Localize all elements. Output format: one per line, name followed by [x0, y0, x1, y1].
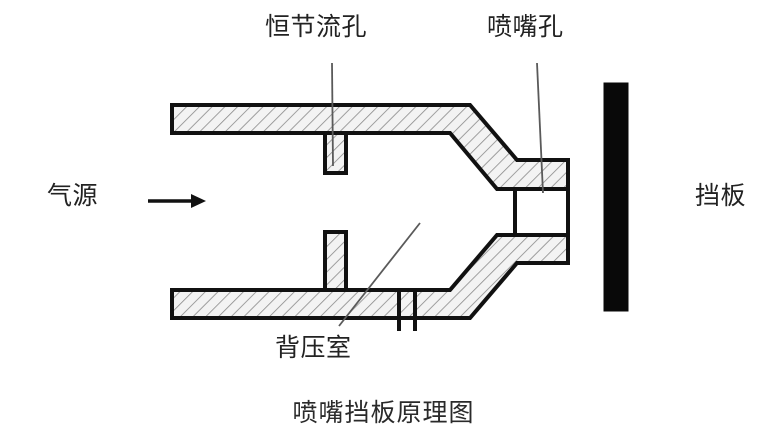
restrictor-orifice-wall-lower [323, 230, 348, 292]
nozzle-bore-outline [513, 189, 570, 235]
body-upper-wall [170, 103, 570, 191]
figure-caption: 喷嘴挡板原理图 [292, 399, 475, 427]
leader-line-nozzle-orifice [536, 62, 544, 194]
label-back-pressure-chamber: 背压室 [275, 334, 352, 362]
body-lower-wall [170, 233, 570, 320]
back-pressure-tap-tube [397, 290, 417, 331]
label-baffle: 挡板 [695, 182, 747, 210]
restrictor-orifice-wall-upper [323, 131, 348, 175]
leader-line-back-pressure-chamber [338, 222, 421, 327]
flow-arrow-icon [148, 194, 206, 208]
baffle-plate [603, 82, 629, 312]
leader-line-restrictor-orifice [331, 62, 334, 167]
label-nozzle-orifice: 喷嘴孔 [487, 13, 564, 41]
label-air-source: 气源 [47, 182, 99, 210]
label-restrictor-orifice: 恒节流孔 [265, 13, 368, 41]
